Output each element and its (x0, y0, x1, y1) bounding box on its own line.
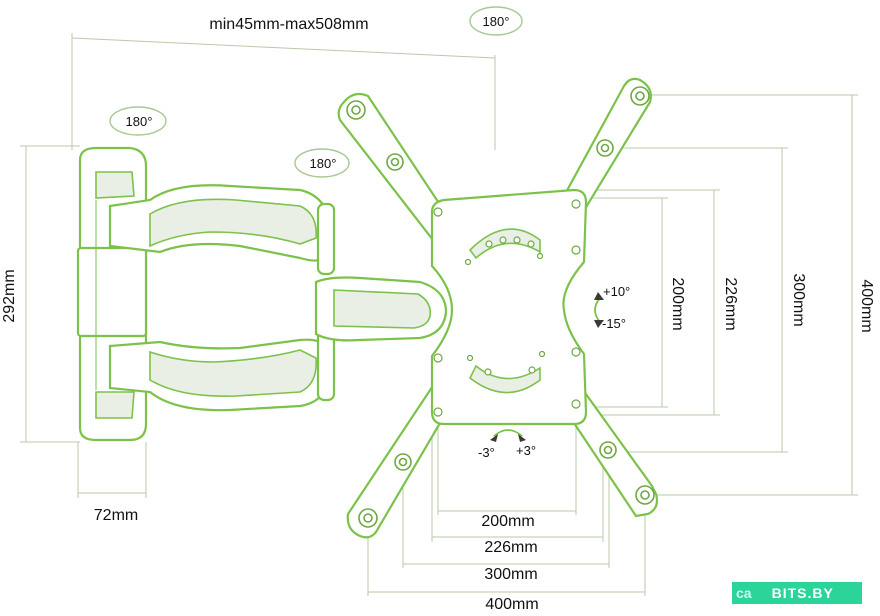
swivel-left-label: -3° (478, 445, 495, 460)
watermark-prefix: ca (736, 585, 752, 601)
tilt-arrow-icon (594, 292, 604, 328)
dimension-lines (20, 33, 858, 596)
rotation-badge-wall: 180° (109, 106, 167, 136)
swivel-right-label: +3° (516, 443, 536, 458)
vertical-300-label: 300mm (790, 273, 807, 326)
rotation-top-label: 180° (483, 14, 510, 29)
lower-arm (108, 328, 336, 412)
height-label: 292mm (1, 269, 18, 322)
vertical-400-label: 400mm (858, 279, 875, 332)
horizontal-300-label: 300mm (484, 566, 537, 583)
horizontal-226-label: 226mm (484, 539, 537, 556)
center-arm (314, 276, 448, 342)
rotation-wall-label: 180° (126, 114, 153, 129)
arm-extension-label: min45mm-max508mm (209, 16, 368, 33)
swivel-arrow-icon (490, 429, 526, 442)
rotation-arm-label: 180° (310, 156, 337, 171)
vertical-200-label: 200mm (669, 277, 686, 330)
rotation-badge-top: 180° (469, 6, 523, 36)
watermark-brand: BITS.BY (771, 585, 834, 601)
rotation-badge-arm: 180° (294, 148, 350, 178)
bracket-holes (346, 86, 655, 528)
depth-label: 72mm (94, 507, 138, 524)
tilt-up-label: +10° (603, 284, 630, 299)
upper-arm (108, 184, 336, 276)
horizontal-400-label: 400mm (485, 596, 538, 613)
site-watermark: ca BITS.BY (732, 582, 862, 604)
wall-plate (76, 146, 148, 442)
vertical-226-label: 226mm (722, 277, 739, 330)
horizontal-200-label: 200mm (481, 513, 534, 530)
tilt-down-label: -15° (602, 316, 626, 331)
vesa-bracket (337, 77, 659, 539)
